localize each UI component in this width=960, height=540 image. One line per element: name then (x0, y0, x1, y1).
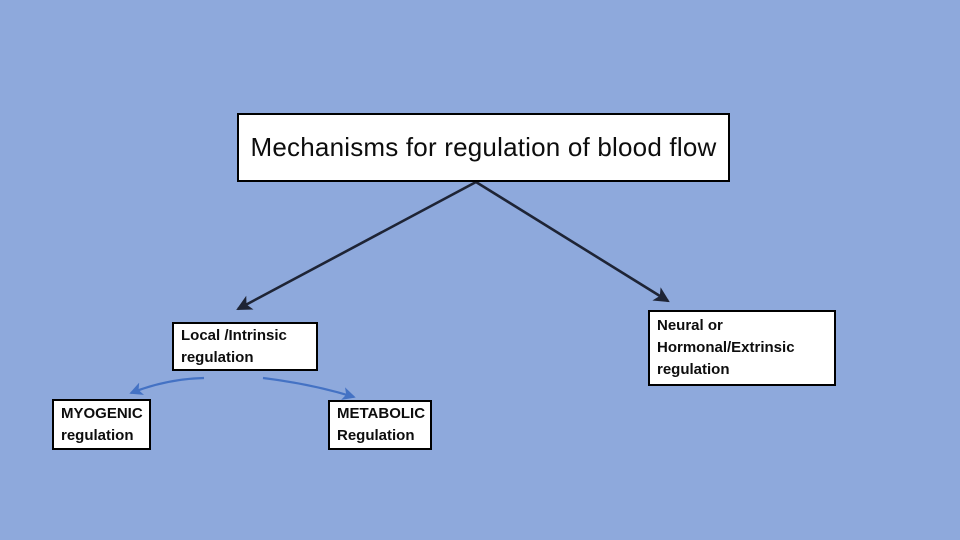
arrow-local-to-metabolic (262, 376, 356, 400)
node-local-intrinsic: Local /Intrinsic regulation (172, 322, 318, 371)
node-local-line2: regulation (181, 348, 254, 366)
arrow-title-to-neural (475, 180, 670, 303)
arrow-local-to-myogenic (129, 376, 205, 395)
title-text: Mechanisms for regulation of blood flow (250, 132, 717, 162)
node-metabolic: METABOLIC Regulation (328, 400, 432, 450)
title-box: Mechanisms for regulation of blood flow (237, 113, 730, 182)
node-metabolic-line2: Regulation (337, 427, 415, 444)
node-local-line1: Local /Intrinsic (181, 326, 287, 344)
node-neural-line1: Neural or (657, 317, 723, 334)
node-myogenic-line1: MYOGENIC (61, 404, 143, 422)
node-myogenic-line2: regulation (61, 426, 134, 444)
node-neural-line3: regulation (657, 361, 730, 378)
arrow-title-to-local (236, 180, 477, 311)
node-metabolic-line1: METABOLIC (337, 405, 426, 422)
node-neural-extrinsic: Neural or Hormonal/Extrinsic regulation (648, 310, 836, 386)
node-myogenic: MYOGENIC regulation (52, 399, 151, 450)
node-neural-line2: Hormonal/Extrinsic (657, 339, 795, 356)
